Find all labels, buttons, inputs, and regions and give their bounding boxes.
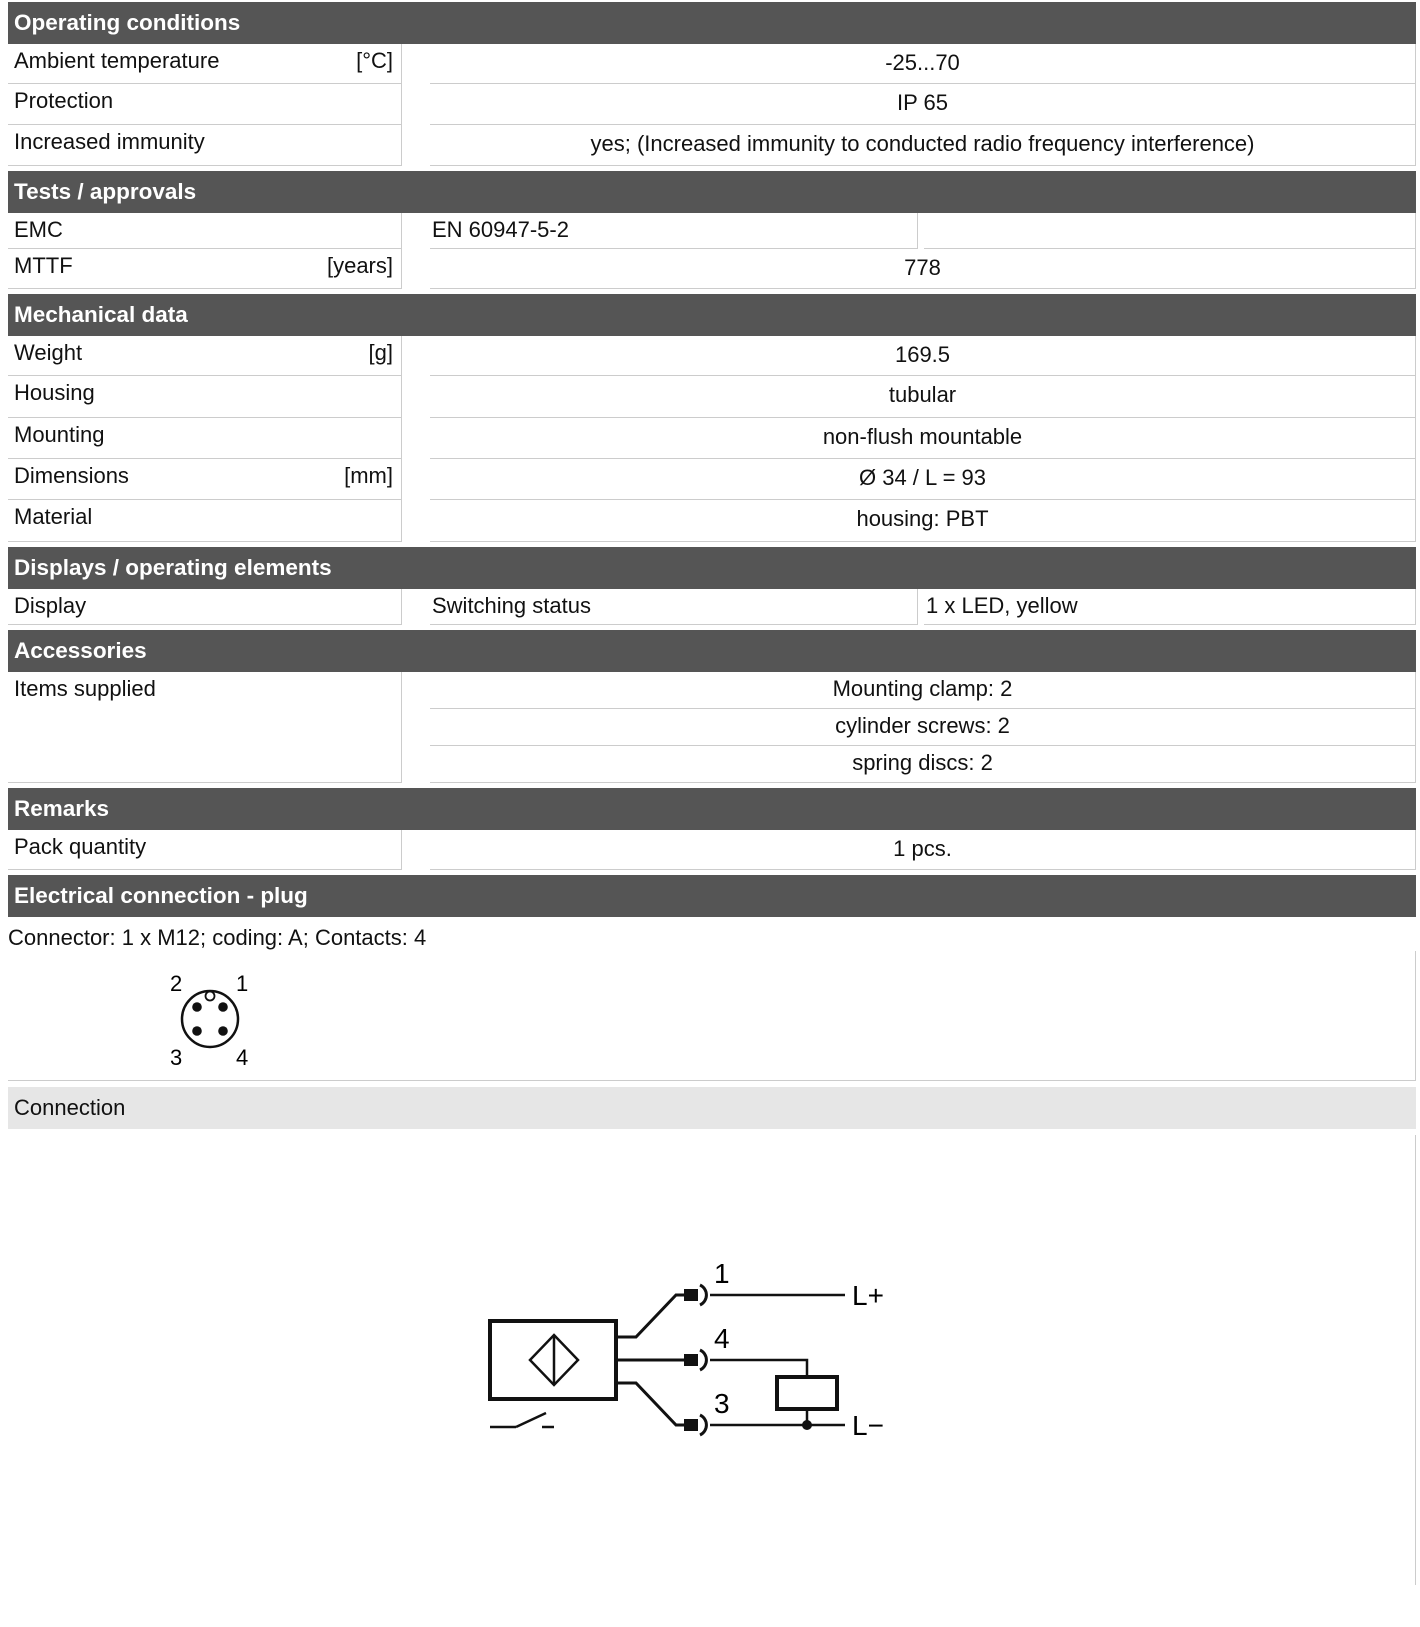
label-emc: EMC [14, 217, 63, 242]
row-mttf: MTTF [years] 778 [8, 249, 1416, 289]
value-emc: EN 60947-5-2 [430, 213, 918, 249]
label-protection: Protection [14, 88, 114, 113]
section-header-tests-approvals: Tests / approvals [8, 171, 1416, 213]
wire-pin-1: 1 [714, 1258, 730, 1289]
section-header-operating-conditions: Operating conditions [8, 2, 1416, 44]
value-pack-quantity: 1 pcs. [430, 830, 1416, 870]
label-increased-immunity: Increased immunity [14, 129, 205, 154]
section-header-accessories: Accessories [8, 630, 1416, 672]
wiring-diagram-area: 1 4 3 L+ L− [8, 1135, 1416, 1585]
row-ambient-temperature: Ambient temperature [°C] -25...70 [8, 44, 1416, 84]
value-mounting: non-flush mountable [430, 418, 1416, 459]
pin-label-4: 4 [236, 1045, 248, 1070]
label-weight: Weight [14, 340, 83, 365]
value-housing: tubular [430, 376, 1416, 418]
unit-mttf: [years] [326, 253, 393, 278]
pin-label-1: 1 [236, 971, 248, 996]
plug-contact-3 [684, 1419, 698, 1431]
wire-pin-4: 4 [714, 1323, 730, 1354]
label-mttf: MTTF [14, 253, 73, 278]
row-mounting: Mounting non-flush mountable [8, 418, 1416, 459]
value-protection: IP 65 [430, 84, 1416, 125]
accessory-item: cylinder screws: 2 [430, 709, 1416, 746]
label-housing: Housing [14, 380, 95, 405]
value-mttf: 778 [430, 249, 1416, 289]
label-dimensions: Dimensions [14, 463, 129, 488]
wiring-diagram: 1 4 3 L+ L− [488, 1258, 884, 1441]
label-material: Material [14, 504, 93, 529]
unit-weight: [g] [368, 340, 393, 365]
row-protection: Protection IP 65 [8, 84, 1416, 125]
value-increased-immunity: yes; (Increased immunity to conducted ra… [430, 125, 1416, 166]
pin-label-3: 3 [170, 1045, 182, 1070]
section-header-displays: Displays / operating elements [8, 547, 1416, 589]
value-material: housing: PBT [430, 500, 1416, 542]
label-ambient-temperature: Ambient temperature [14, 48, 220, 73]
row-increased-immunity: Increased immunity yes; (Increased immun… [8, 125, 1416, 166]
section-header-remarks: Remarks [8, 788, 1416, 830]
accessory-item: Mounting clamp: 2 [430, 672, 1416, 709]
label-pack-quantity: Pack quantity [14, 834, 147, 859]
value-ambient-temperature: -25...70 [430, 44, 1416, 84]
plug-contact-1 [684, 1289, 698, 1301]
m12-connector-pinout-diagram: 2 1 3 4 [170, 971, 248, 1070]
section-header-mechanical-data: Mechanical data [8, 294, 1416, 336]
plug-contact-4 [684, 1354, 698, 1366]
value-display: 1 x LED, yellow [924, 589, 1416, 625]
value-emc-extra [924, 213, 1416, 249]
value-display-type: Switching status [430, 589, 918, 625]
load-symbol [775, 1375, 839, 1411]
row-items-supplied: Items supplied Mounting clamp: 2 cylinde… [8, 672, 1416, 783]
supply-positive-label: L+ [852, 1280, 884, 1311]
row-material: Material housing: PBT [8, 500, 1416, 542]
connection-header: Connection [8, 1087, 1416, 1129]
value-dimensions: Ø 34 / L = 93 [430, 459, 1416, 500]
wire-pin-3: 3 [714, 1388, 730, 1419]
label-mounting: Mounting [14, 422, 105, 447]
value-weight: 169.5 [430, 336, 1416, 376]
row-display: Display Switching status 1 x LED, yellow [8, 589, 1416, 625]
connector-pinout: 2 1 3 4 [8, 951, 1416, 1081]
datasheet: Operating conditions Ambient temperature… [8, 2, 1416, 1585]
pin-label-2: 2 [170, 971, 182, 996]
supply-negative-label: L− [852, 1410, 884, 1441]
row-housing: Housing tubular [8, 376, 1416, 418]
label-items-supplied: Items supplied [14, 676, 156, 701]
unit-ambient-temperature: [°C] [356, 48, 393, 73]
connector-description: Connector: 1 x M12; coding: A; Contacts:… [8, 925, 427, 950]
row-emc: EMC EN 60947-5-2 [8, 213, 1416, 249]
section-header-electrical-connection: Electrical connection - plug [8, 875, 1416, 917]
accessory-item: spring discs: 2 [430, 746, 1416, 783]
row-pack-quantity: Pack quantity 1 pcs. [8, 830, 1416, 870]
row-weight: Weight [g] 169.5 [8, 336, 1416, 376]
row-dimensions: Dimensions [mm] Ø 34 / L = 93 [8, 459, 1416, 500]
label-display: Display [14, 593, 87, 618]
unit-dimensions: [mm] [344, 463, 393, 488]
